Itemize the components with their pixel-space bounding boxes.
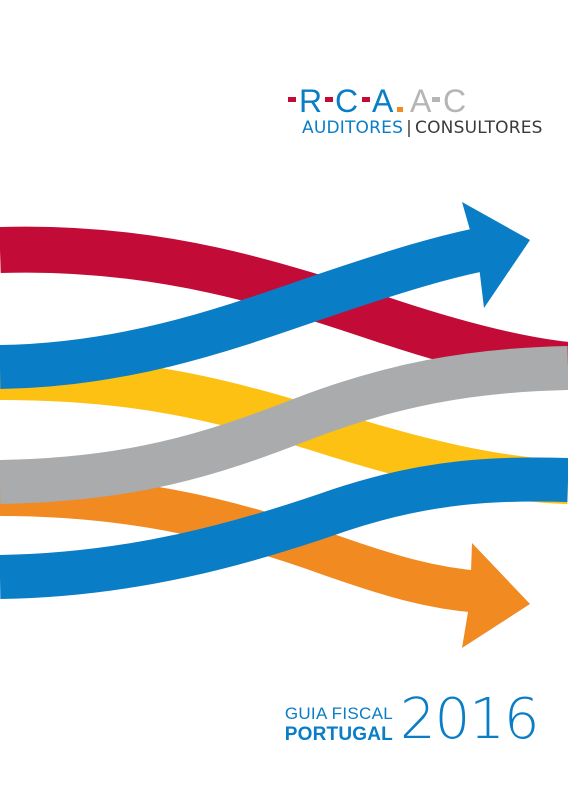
title-year: 2016	[400, 687, 540, 752]
blue-arrow-head-icon	[462, 202, 530, 308]
logo-dash	[325, 97, 333, 102]
logo-dash	[362, 97, 370, 102]
title-portugal: PORTUGAL	[284, 724, 393, 745]
logo-letter-r: R	[299, 83, 322, 116]
lower-blue-ribbon	[0, 457, 568, 599]
title-guia-fiscal: GUIA FISCAL	[284, 704, 393, 723]
logo-letter-c: C	[335, 83, 358, 116]
logo-subtitle-consultores: CONSULTORES	[415, 118, 543, 138]
logo-dash	[288, 97, 296, 102]
logo-dash	[432, 97, 440, 102]
rca-logo-mark: R C A A C	[288, 83, 466, 116]
logo-subtitle: AUDITORES|CONSULTORES	[302, 118, 543, 138]
logo-separator: |	[406, 118, 413, 138]
gray-ribbon	[0, 346, 568, 504]
logo-subtitle-auditores: AUDITORES	[302, 118, 404, 138]
logo-dot	[397, 107, 403, 112]
rca-logo: R C A A C AUDITORES|CONSULTORES	[286, 82, 542, 142]
orange-arrow-head-icon	[462, 543, 530, 648]
cover-title: GUIA FISCAL PORTUGAL 2016	[255, 692, 545, 758]
logo-letter-c-gray: C	[443, 83, 466, 116]
logo-letter-a: A	[372, 83, 394, 116]
logo-letter-a-gray: A	[410, 83, 432, 116]
upper-blue-ribbon	[0, 228, 483, 389]
